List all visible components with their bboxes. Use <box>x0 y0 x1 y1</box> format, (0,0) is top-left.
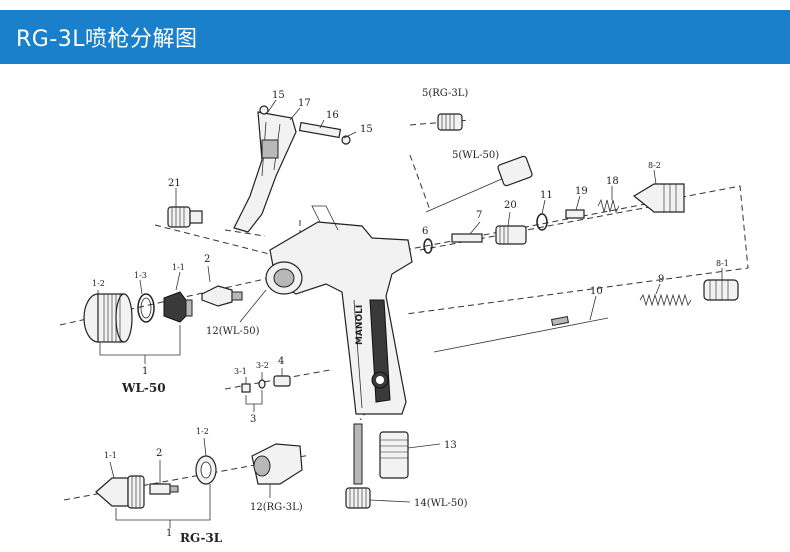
rg3l-ring <box>195 455 217 485</box>
part-14-wl50-stem <box>345 423 371 509</box>
wl50-seal-ring <box>137 293 155 323</box>
part-4-valve <box>273 375 291 387</box>
part-19-pin <box>565 209 585 219</box>
label-8-1: 8-1 <box>716 259 729 268</box>
label-6: 6 <box>422 226 428 237</box>
label-4: 4 <box>278 356 284 367</box>
part-7-shaft <box>451 233 483 243</box>
label-9: 9 <box>658 274 664 285</box>
label-17: 17 <box>298 98 311 109</box>
wl50-spreader <box>163 291 193 323</box>
label-1-wl50: 1 <box>142 366 148 377</box>
label-5-rg3l: 5(RG-3L) <box>422 88 468 99</box>
label-19: 19 <box>575 186 588 197</box>
label-1-3: 1-3 <box>134 271 147 280</box>
gun-body <box>265 205 413 415</box>
rg3l-needle-tip <box>149 483 179 495</box>
label-15a: 15 <box>272 90 285 101</box>
label-20: 20 <box>504 200 517 211</box>
part-13-inlet-fitting <box>379 431 409 479</box>
rg3l-air-cap <box>95 475 145 509</box>
title-bar: RG-3L喷枪分解图 <box>0 10 790 64</box>
label-10: 10 <box>590 286 603 297</box>
label-2-wl50: 2 <box>204 254 210 265</box>
label-1-2-wl50: 1-2 <box>92 279 105 288</box>
label-3-2: 3-2 <box>256 361 269 370</box>
label-1-1-rg3l: 1-1 <box>104 451 117 460</box>
label-1-1-wl50: 1-1 <box>172 263 185 272</box>
label-1-2-rg3l: 1-2 <box>196 427 209 436</box>
label-13: 13 <box>444 440 457 451</box>
trigger-pin <box>259 105 351 145</box>
part-3-2-washer <box>258 379 266 389</box>
label-12-wl50: 12(WL-50) <box>206 326 260 337</box>
part-5-wl50-needle <box>425 155 533 213</box>
part-21-fitting <box>167 206 203 228</box>
trigger-part <box>233 111 297 233</box>
label-21: 21 <box>168 178 181 189</box>
brand-logo-text: MANOLI <box>355 305 365 345</box>
page-title: RG-3L喷枪分解图 <box>16 27 198 52</box>
wl50-fluid-nozzle <box>201 285 243 307</box>
part-10-needle <box>433 315 609 353</box>
label-16: 16 <box>326 110 339 121</box>
label-14-wl50: 14(WL-50) <box>414 498 468 509</box>
label-3-1: 3-1 <box>234 367 247 376</box>
label-wl50-group: WL-50 <box>121 381 166 395</box>
label-15b: 15 <box>360 124 373 135</box>
label-18: 18 <box>606 176 619 187</box>
part-8-1-knob <box>703 279 739 301</box>
part-6-oring <box>423 238 433 254</box>
callout-labels: 15 17 16 15 5(RG-3L) 5(WL-50) 21 6 7 20 … <box>92 88 729 545</box>
label-7: 7 <box>476 210 482 221</box>
wl50-air-cap <box>83 293 133 343</box>
label-rg3l-group: RG-3L <box>180 531 223 545</box>
label-12-rg3l: 12(RG-3L) <box>250 502 303 513</box>
label-3: 3 <box>250 414 256 425</box>
part-9-spring <box>639 293 692 307</box>
part-20-packing <box>495 225 527 245</box>
label-1-rg3l: 1 <box>166 528 172 539</box>
part-18-spring <box>597 198 620 214</box>
part-8-2-adjuster <box>632 183 685 213</box>
rg3l-head-body <box>251 443 303 485</box>
label-2-rg3l: 2 <box>156 448 162 459</box>
label-8-2: 8-2 <box>648 161 661 170</box>
part-5-rg3l-nut <box>437 113 463 131</box>
callout-leaders <box>97 99 723 528</box>
label-5-wl50: 5(WL-50) <box>452 150 499 161</box>
label-11: 11 <box>540 190 553 201</box>
part-3-1-screw <box>241 383 251 393</box>
